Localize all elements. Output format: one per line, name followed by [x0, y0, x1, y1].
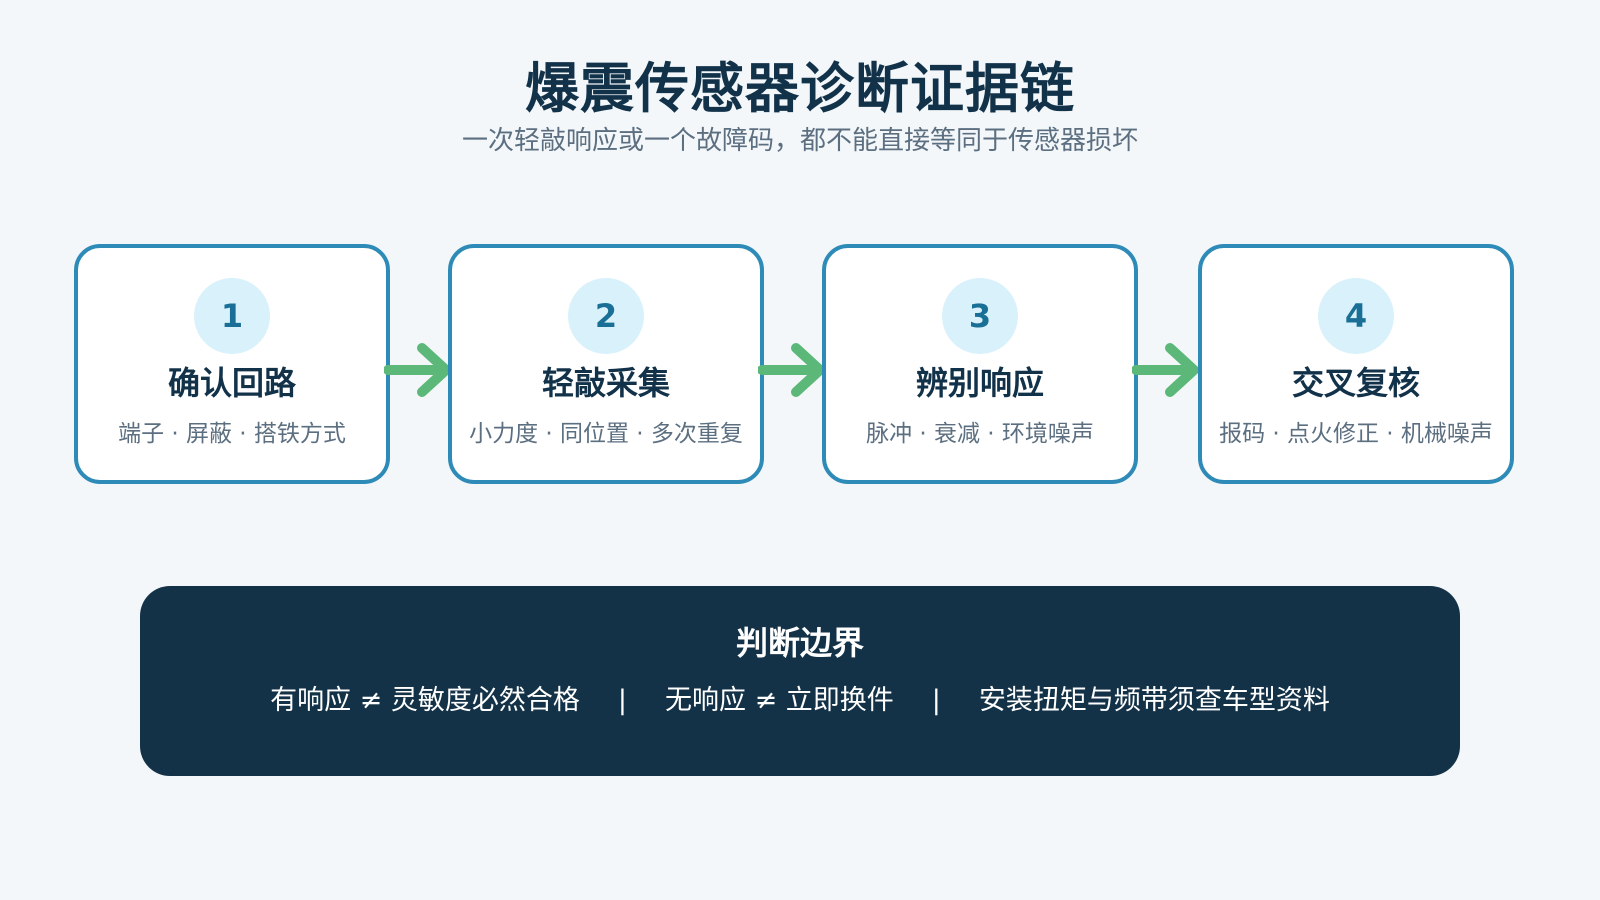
arrow-right-icon: [758, 343, 825, 397]
page-subtitle: 一次轻敲响应或一个故障码，都不能直接等同于传感器损坏: [461, 126, 1138, 156]
step-number-badge: 2: [568, 278, 644, 354]
step-title: 确认回路: [167, 364, 296, 402]
step-title: 交叉复核: [1291, 364, 1420, 402]
step-card-4: 4 交叉复核 报码 · 点火修正 · 机械噪声: [1198, 244, 1514, 484]
step-number-badge: 1: [194, 278, 270, 354]
separator: |: [617, 685, 627, 716]
boundary-panel: 判断边界 有响应 ≠ 灵敏度必然合格 | 无响应 ≠ 立即换件 | 安装扭矩与频带须查车…: [140, 586, 1460, 776]
boundary-item: 无响应 ≠ 立即换件: [665, 685, 894, 716]
boundary-item: 有响应 ≠ 灵敏度必然合格: [270, 685, 580, 716]
page-title: 爆震传感器诊断证据链: [525, 57, 1075, 120]
step-number-badge: 3: [942, 278, 1018, 354]
arrow-right-icon: [1132, 343, 1199, 397]
step-card-1: 1 确认回路 端子 · 屏蔽 · 搭铁方式: [74, 244, 390, 484]
boundary-item: 安装扭矩与频带须查车型资料: [978, 685, 1330, 716]
step-description: 小力度 · 同位置 · 多次重复: [469, 421, 743, 447]
step-title: 辨别响应: [915, 364, 1044, 402]
step-card-3: 3 辨别响应 脉冲 · 衰减 · 环境噪声: [822, 244, 1138, 484]
step-title: 轻敲采集: [541, 364, 670, 402]
step-description: 端子 · 屏蔽 · 搭铁方式: [118, 421, 346, 447]
arrow-right-icon: [384, 343, 451, 397]
step-card-2: 2 轻敲采集 小力度 · 同位置 · 多次重复: [448, 244, 764, 484]
separator: |: [931, 685, 941, 716]
step-description: 报码 · 点火修正 · 机械噪声: [1219, 421, 1493, 447]
step-number-badge: 4: [1318, 278, 1394, 354]
step-description: 脉冲 · 衰减 · 环境噪声: [866, 421, 1094, 447]
boundary-statements: 有响应 ≠ 灵敏度必然合格 | 无响应 ≠ 立即换件 | 安装扭矩与频带须查车型资料: [140, 678, 1460, 717]
boundary-title: 判断边界: [735, 624, 864, 662]
